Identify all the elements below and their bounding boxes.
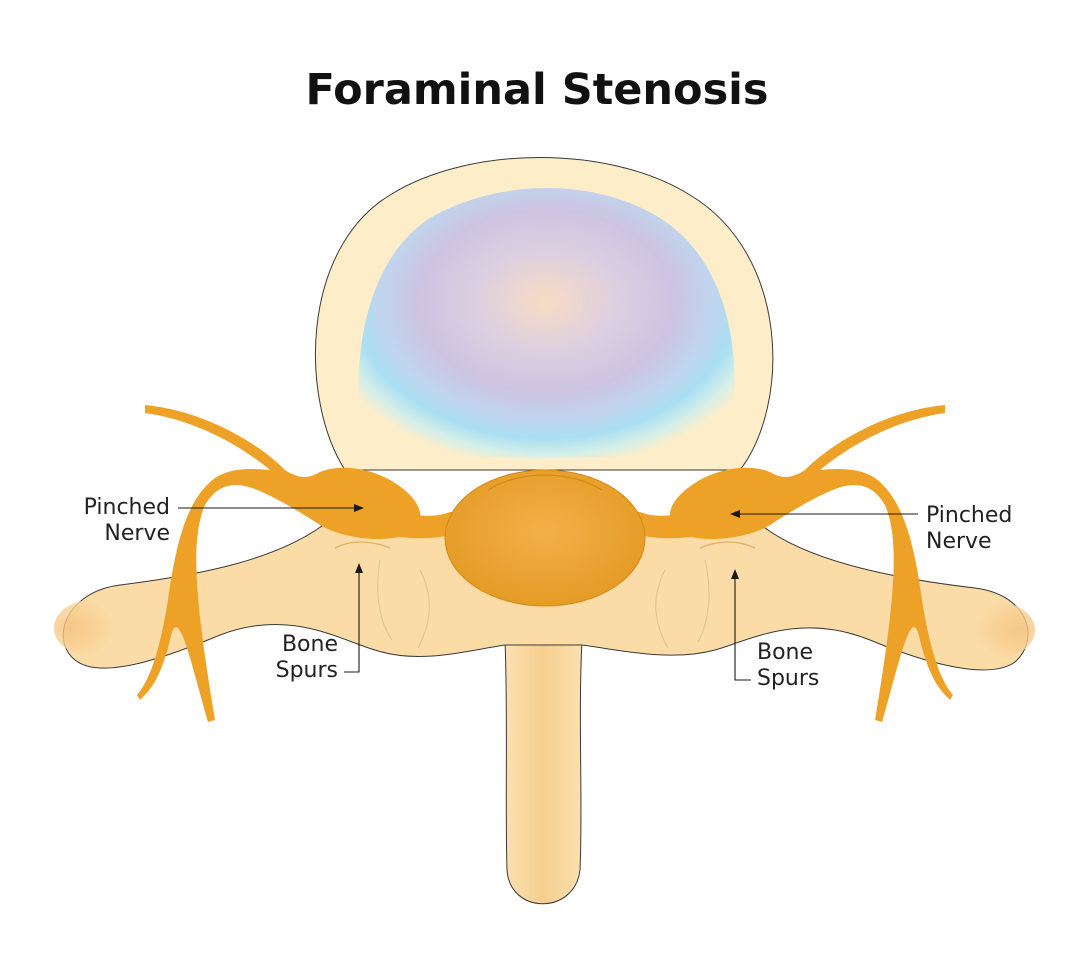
label-left-pinched-nerve-line2: Nerve — [104, 521, 170, 546]
label-right-pinched-nerve-line2: Nerve — [926, 529, 992, 554]
svg-text:Spurs: Spurs — [757, 666, 819, 691]
nerves — [137, 405, 953, 722]
label-right-pinched-nerve: Pinched Nerve — [730, 503, 1012, 554]
label-left-bone-spurs-line2: Spurs — [276, 658, 338, 683]
svg-text:Nerve: Nerve — [104, 521, 170, 546]
label-right-bone-spurs: Bone Spurs — [731, 569, 819, 691]
label-left-pinched-nerve-line1: Pinched — [84, 495, 170, 520]
spinal-cord — [444, 469, 646, 607]
svg-text:Pinched: Pinched — [926, 503, 1012, 528]
svg-text:Spurs: Spurs — [276, 658, 338, 683]
label-left-bone-spurs-line1: Bone — [282, 632, 338, 657]
vertebral-disc — [314, 157, 774, 471]
label-right-pinched-nerve-line1: Pinched — [926, 503, 1012, 528]
svg-text:Bone: Bone — [282, 632, 338, 657]
svg-text:Pinched: Pinched — [84, 495, 170, 520]
label-right-bone-spurs-line2: Spurs — [757, 666, 819, 691]
svg-text:Bone: Bone — [757, 640, 813, 665]
label-left-bone-spurs: Bone Spurs — [276, 563, 363, 683]
svg-text:Nerve: Nerve — [926, 529, 992, 554]
label-left-pinched-nerve: Pinched Nerve — [84, 495, 364, 546]
page-title: Foraminal Stenosis — [305, 65, 768, 115]
label-right-bone-spurs-line1: Bone — [757, 640, 813, 665]
